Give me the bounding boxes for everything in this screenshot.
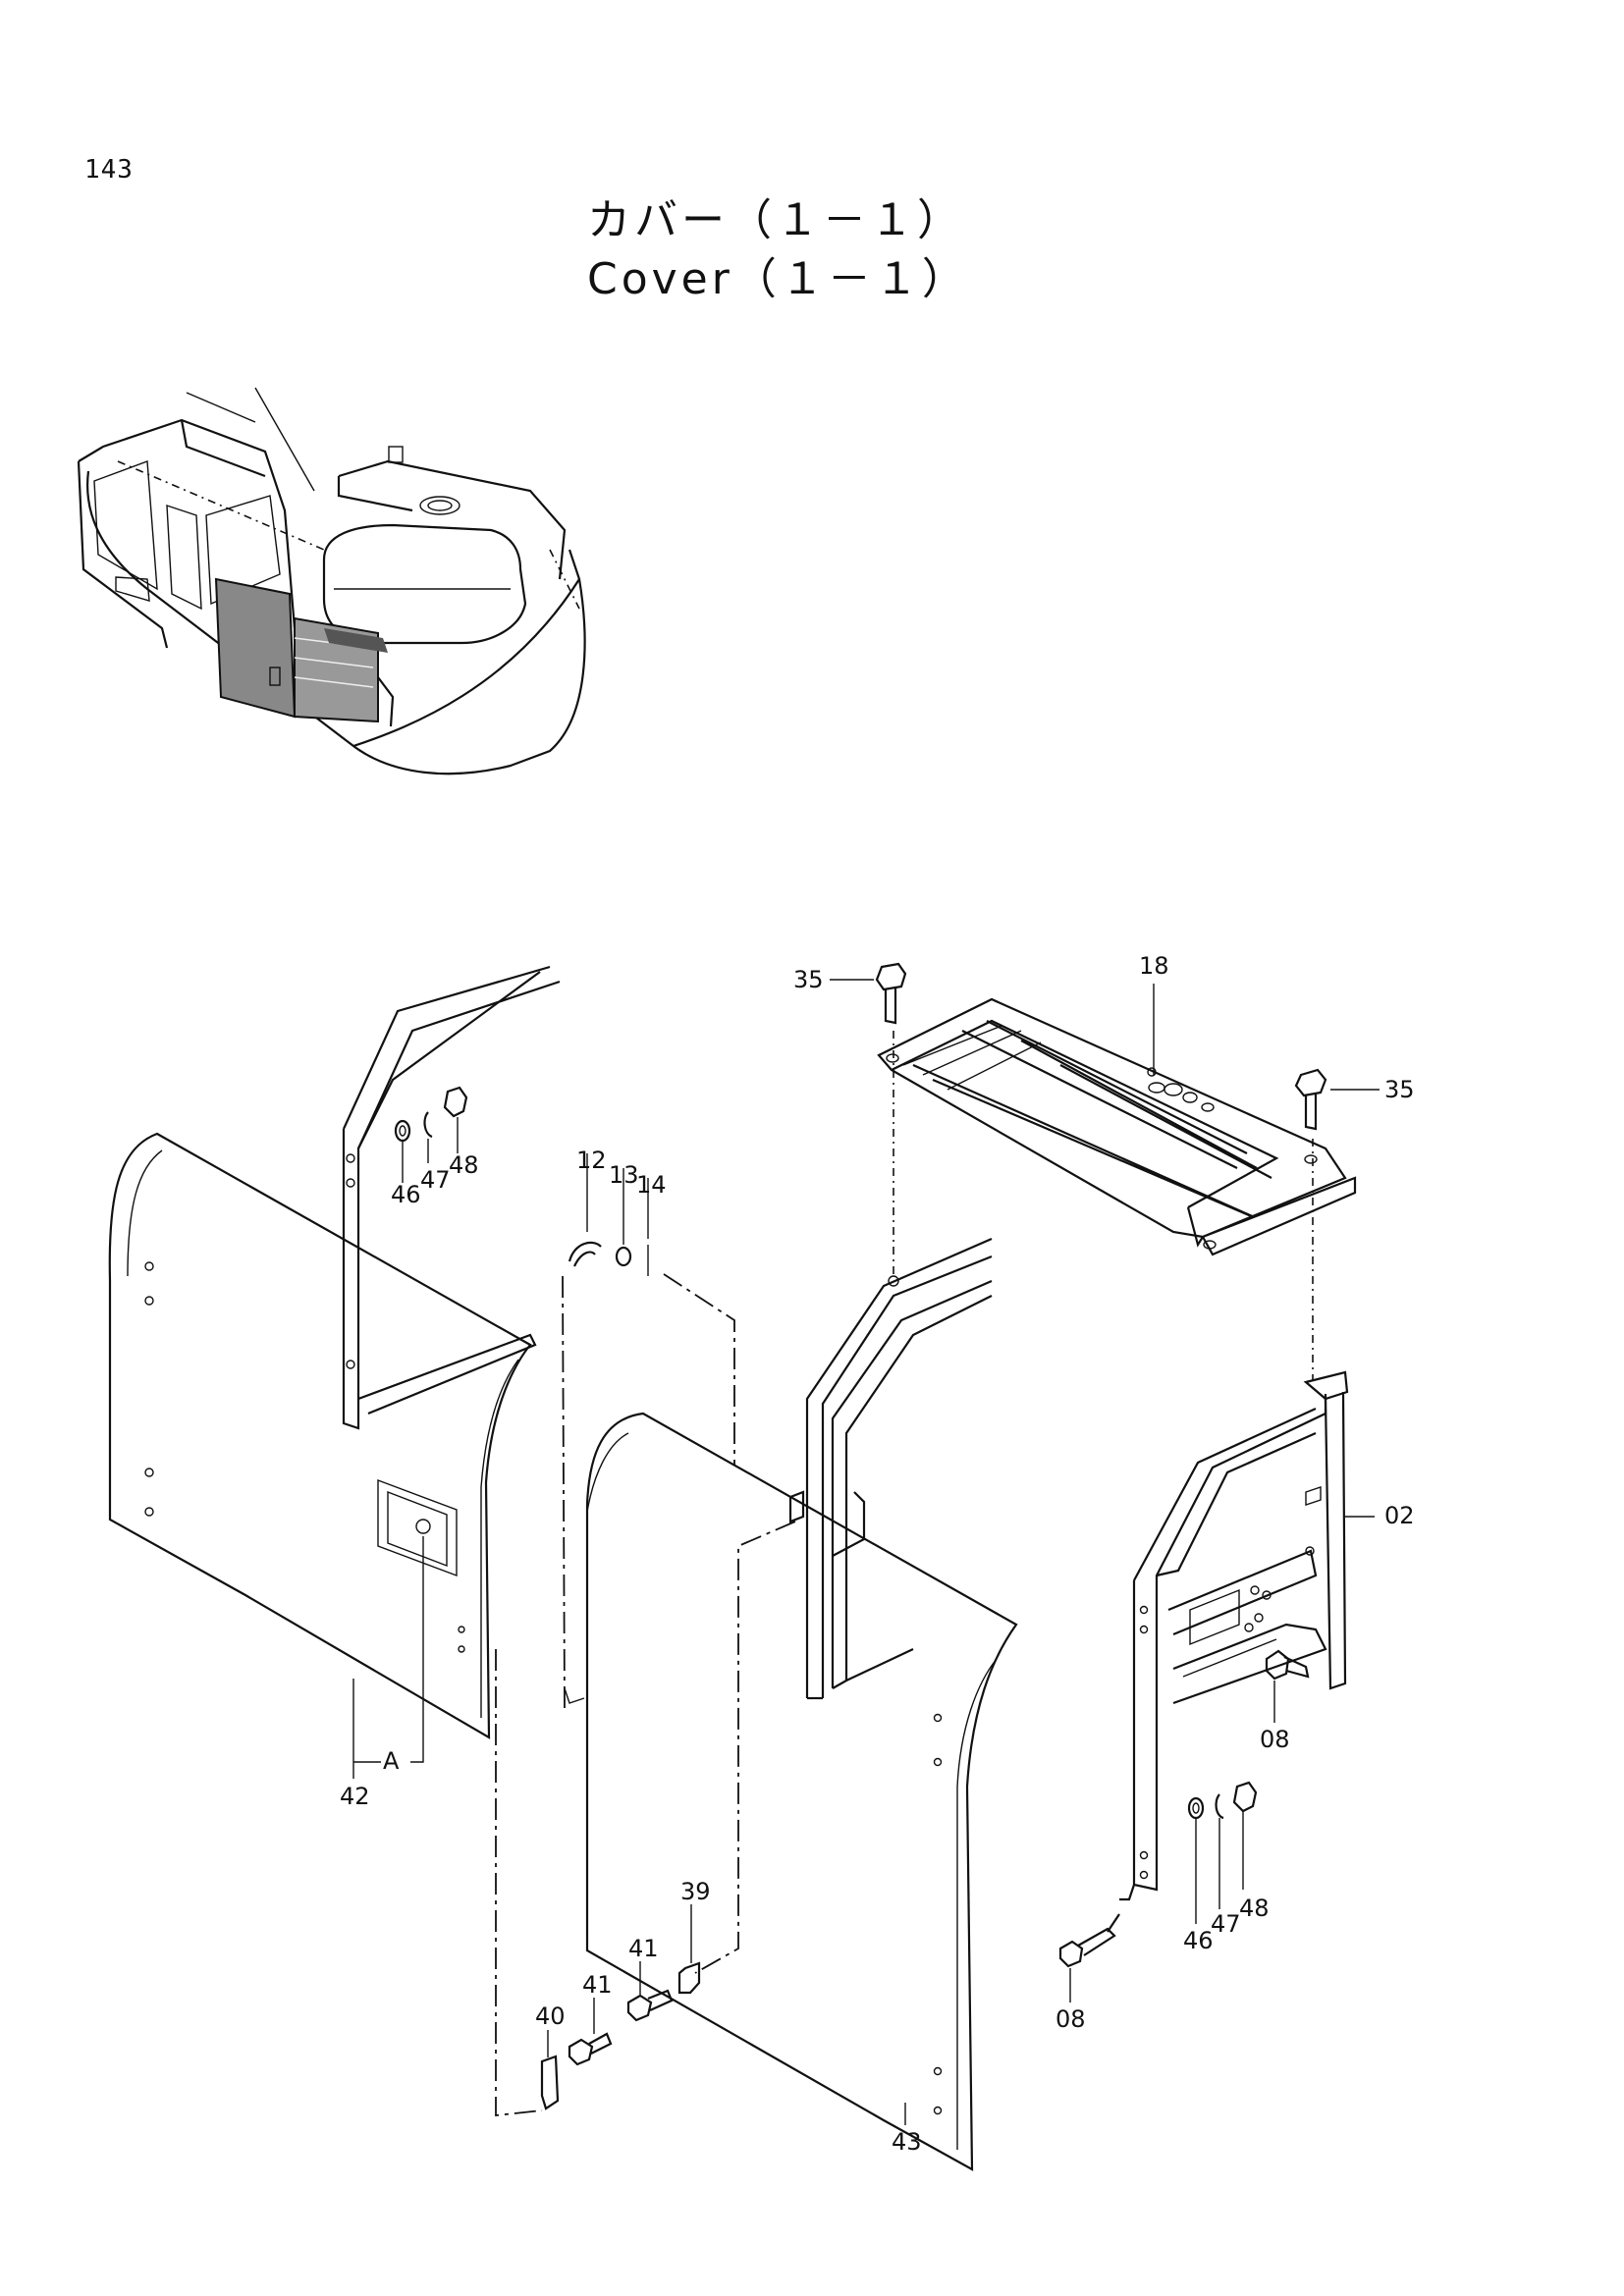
callout-35-right: 35	[1384, 1076, 1415, 1103]
bracket-40	[495, 1649, 560, 2117]
bolt-41-left	[568, 1998, 613, 2066]
callout-18: 18	[1139, 952, 1169, 980]
callout-35-left: 35	[793, 966, 824, 993]
part-42-leaders	[352, 1536, 424, 1779]
title-english: Cover（１－１）	[587, 254, 969, 304]
callout-39: 39	[680, 1878, 711, 1905]
bolt-08-upper	[1265, 1649, 1310, 1723]
bolt-35-left	[875, 962, 907, 1274]
part-18-grille-cover	[877, 997, 1357, 1256]
callout-41-right: 41	[628, 1935, 659, 1962]
bracket-39	[677, 1904, 701, 1995]
leader-lines	[830, 979, 1380, 2125]
excavator-overview-illustration	[77, 387, 586, 775]
part-42-door-panel	[108, 1132, 532, 1739]
part-43-door-panel	[585, 1412, 1018, 2171]
callout-46-upper: 46	[391, 1181, 421, 1208]
callout-12: 12	[576, 1147, 607, 1174]
callout-08-lower: 08	[1056, 2005, 1086, 2033]
callout-43: 43	[892, 2128, 922, 2156]
bolt-41-right	[626, 1961, 674, 2022]
callout-40: 40	[535, 2002, 566, 2030]
washer-set-lower	[1187, 1781, 1258, 1924]
bolt-35-right	[1294, 1068, 1327, 1384]
left-post-bracket	[342, 965, 561, 1430]
callout-A: A	[383, 1747, 400, 1775]
callout-08-upper: 08	[1260, 1726, 1290, 1753]
callout-48-upper: 48	[449, 1151, 479, 1179]
title-japanese: カバー（１－１）	[587, 195, 964, 245]
center-post-frame	[805, 1237, 993, 1700]
callout-02: 02	[1384, 1502, 1415, 1529]
callout-13: 13	[609, 1161, 639, 1189]
callout-14: 14	[636, 1171, 667, 1199]
callout-42: 42	[340, 1783, 370, 1810]
part-02-frame-bracket	[1119, 1370, 1375, 1901]
callout-46-lower: 46	[1183, 1927, 1214, 1954]
page-number: 143	[84, 155, 134, 185]
washer-set-upper	[394, 1086, 468, 1183]
callout-47-upper: 47	[420, 1166, 451, 1194]
bolt-08-lower	[1058, 1913, 1120, 2002]
callout-41-left: 41	[582, 1971, 613, 1999]
callout-48-lower: 48	[1239, 1895, 1270, 1922]
callout-47-lower: 47	[1211, 1910, 1241, 1938]
